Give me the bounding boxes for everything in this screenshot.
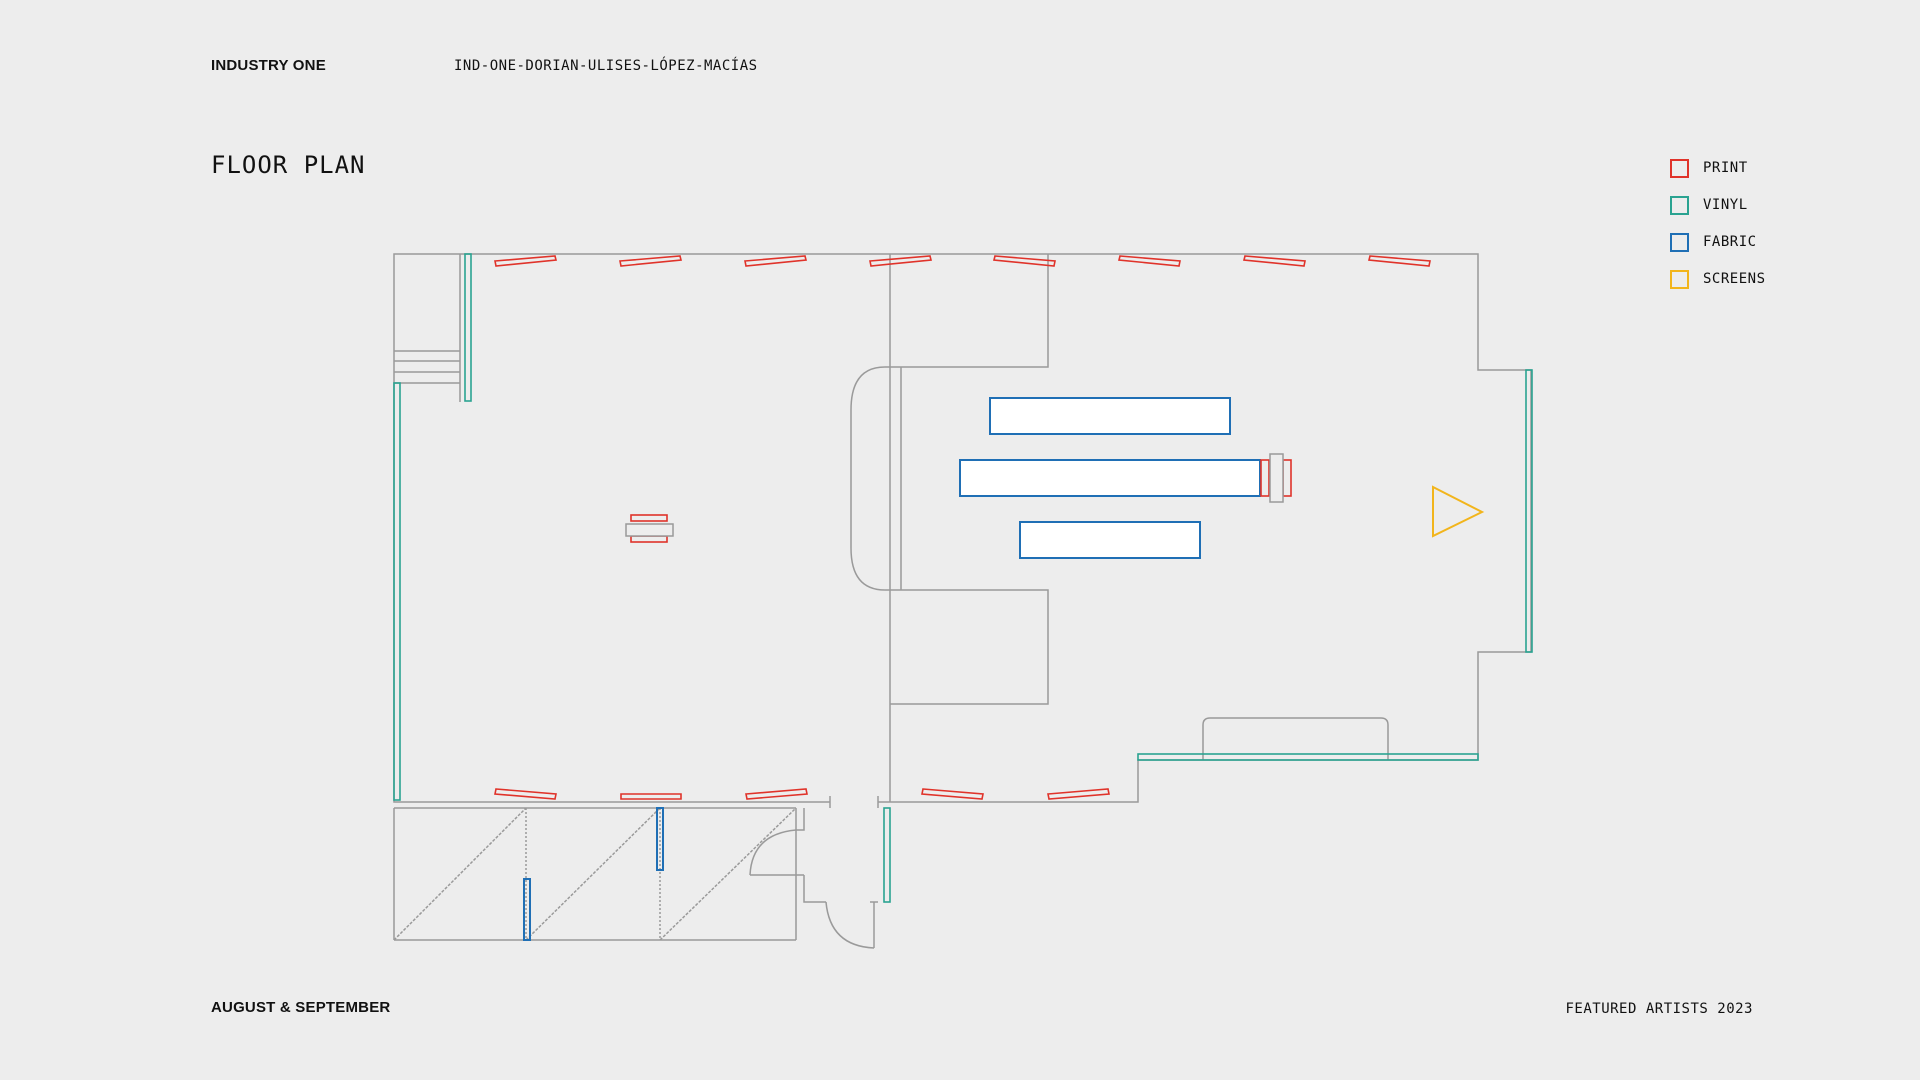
legend-item-screens: SCREENS xyxy=(1670,268,1766,290)
lower-alcove xyxy=(890,589,1049,705)
print-top-6 xyxy=(1117,255,1181,267)
fabric-panel-2 xyxy=(959,459,1261,497)
walls xyxy=(393,253,1532,949)
print-top-7 xyxy=(1242,255,1306,267)
curved-niche xyxy=(850,366,890,591)
print-top-3 xyxy=(744,255,808,267)
legend-item-vinyl: VINYL xyxy=(1670,194,1766,216)
double-sided-stand xyxy=(1269,453,1284,503)
exhibition-slug: IND-ONE-DORIAN-ULISES-LÓPEZ-MACÍAS xyxy=(454,58,758,74)
fabric-panel-1 xyxy=(989,397,1231,435)
print-bottom-3 xyxy=(745,788,808,800)
print-top-1 xyxy=(494,255,558,267)
print-stand-left xyxy=(1260,459,1270,497)
print-bottom-2 xyxy=(620,793,682,800)
print-pedestal-bottom xyxy=(630,535,668,543)
legend-label-vinyl: VINYL xyxy=(1703,197,1748,213)
print-bottom-5 xyxy=(1047,788,1110,800)
vinyl-left-wall xyxy=(393,382,401,801)
vinyl-entry-wall xyxy=(883,807,891,903)
print-stand-right xyxy=(1282,459,1292,497)
service-rooms xyxy=(393,807,878,949)
stands xyxy=(625,453,1284,537)
legend-swatch-vinyl xyxy=(1670,195,1689,215)
exhibition-dates: AUGUST & SEPTEMBER xyxy=(211,999,391,1016)
print-top-8 xyxy=(1367,255,1431,267)
legend: PRINT VINYL FABRIC SCREENS xyxy=(1670,157,1766,305)
stair-landing xyxy=(394,254,461,402)
print-bottom-1 xyxy=(494,788,557,800)
fabric-hanging-2 xyxy=(523,878,531,941)
legend-label-print: PRINT xyxy=(1703,160,1748,176)
print-top-2 xyxy=(619,255,683,267)
outer-wall xyxy=(393,253,1532,803)
legend-swatch-fabric xyxy=(1670,232,1689,252)
vinyl-elements xyxy=(393,253,1533,903)
featured-artists-label: FEATURED ARTISTS 2023 xyxy=(1565,1001,1753,1017)
bench xyxy=(1202,717,1389,760)
upper-alcove xyxy=(890,254,1049,368)
legend-swatch-screens xyxy=(1670,269,1689,289)
print-bottom-4 xyxy=(921,788,984,800)
page-title: FLOOR PLAN xyxy=(211,151,366,179)
fabric-hanging-1 xyxy=(656,807,664,871)
print-top-4 xyxy=(869,255,933,267)
vinyl-right-wall xyxy=(1525,369,1533,653)
legend-item-print: PRINT xyxy=(1670,157,1766,179)
fabric-panel-3 xyxy=(1019,521,1201,559)
print-top-5 xyxy=(992,255,1056,267)
print-pedestal-top xyxy=(630,514,668,522)
legend-label-screens: SCREENS xyxy=(1703,271,1766,287)
fabric-elements xyxy=(523,397,1261,941)
screen-projector xyxy=(1432,485,1485,538)
vinyl-bench-wall xyxy=(1137,753,1479,761)
legend-item-fabric: FABRIC xyxy=(1670,231,1766,253)
legend-swatch-print xyxy=(1670,158,1689,178)
brand-name: INDUSTRY ONE xyxy=(211,57,326,74)
vinyl-stair-wall xyxy=(464,253,472,402)
pedestal-stand xyxy=(625,523,674,537)
legend-label-fabric: FABRIC xyxy=(1703,234,1757,250)
